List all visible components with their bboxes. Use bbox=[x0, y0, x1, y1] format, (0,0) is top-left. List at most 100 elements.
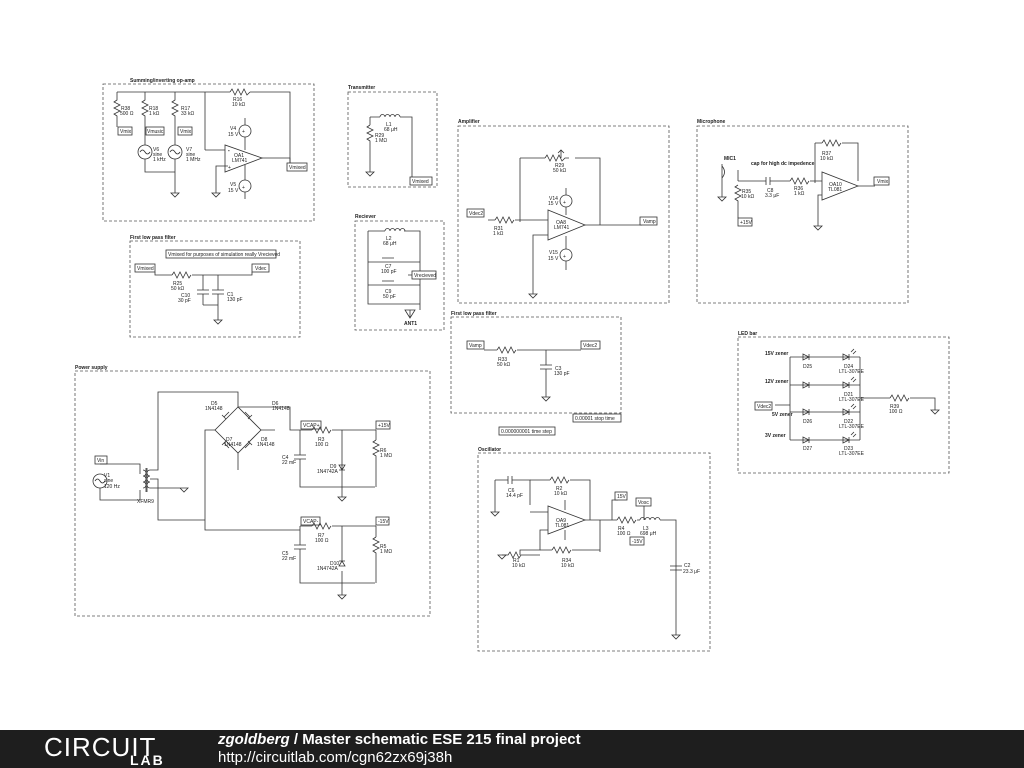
svg-text:15 V: 15 V bbox=[228, 188, 239, 194]
svg-text:R2: R2 bbox=[556, 486, 563, 492]
svg-text:R38: R38 bbox=[121, 106, 130, 112]
dc-source-v4[interactable] bbox=[238, 124, 252, 138]
schematic-canvas[interactable]: Summing/inverting op-amp R16 10 kΩ R38 5… bbox=[0, 0, 1024, 730]
svg-text:Vmixed: Vmixed bbox=[412, 179, 429, 185]
capacitor-c8[interactable] bbox=[738, 177, 822, 185]
ground-icon bbox=[365, 171, 375, 177]
svg-text:100 pF: 100 pF bbox=[381, 269, 397, 275]
svg-text:R17: R17 bbox=[181, 106, 190, 112]
svg-text:1N4742A: 1N4742A bbox=[317, 469, 339, 475]
resistor-r29[interactable] bbox=[366, 124, 374, 172]
svg-text:V7: V7 bbox=[186, 147, 192, 153]
inductor-l2[interactable] bbox=[384, 228, 406, 232]
block-led-bar[interactable]: LED bar 15V zener 12V zener 5V zener 3V … bbox=[737, 331, 950, 474]
resistor-r5[interactable] bbox=[372, 536, 380, 564]
resistor-r6[interactable] bbox=[372, 439, 380, 468]
ground-icon bbox=[213, 319, 223, 325]
resistor-r2[interactable] bbox=[549, 476, 570, 484]
opamp-oa8[interactable] bbox=[547, 209, 587, 241]
block-summing-opamp[interactable]: Summing/inverting op-amp R16 10 kΩ R38 5… bbox=[102, 78, 315, 222]
svg-text:C1: C1 bbox=[227, 292, 234, 298]
svg-text:50 kΩ: 50 kΩ bbox=[497, 362, 510, 368]
block-lowpass-2[interactable]: First low pass filter Vamp Vdec2 R33 50 … bbox=[450, 311, 622, 414]
dc-source-v5[interactable] bbox=[238, 179, 252, 193]
svg-text:LTL-307EE: LTL-307EE bbox=[839, 397, 865, 403]
resistor-r39[interactable] bbox=[889, 394, 910, 402]
capacitor-c9[interactable] bbox=[368, 280, 420, 286]
opamp-oa10[interactable] bbox=[821, 171, 860, 201]
dc-source-v14[interactable] bbox=[559, 194, 573, 208]
svg-text:R5: R5 bbox=[380, 544, 387, 550]
svg-text:10 kΩ: 10 kΩ bbox=[232, 102, 245, 108]
svg-text:-15V: -15V bbox=[632, 539, 643, 545]
dc-source-v15[interactable] bbox=[559, 248, 573, 262]
inductor-l3[interactable] bbox=[639, 517, 661, 521]
svg-text:1 kΩ: 1 kΩ bbox=[493, 231, 504, 237]
svg-text:MIC1: MIC1 bbox=[724, 156, 736, 162]
resistor-r3[interactable] bbox=[311, 426, 332, 434]
svg-text:1N4148: 1N4148 bbox=[205, 406, 223, 412]
svg-text:D24: D24 bbox=[844, 364, 853, 370]
svg-text:LM741: LM741 bbox=[554, 225, 570, 231]
capacitor-c4[interactable] bbox=[294, 454, 306, 470]
resistor-r25[interactable] bbox=[171, 271, 192, 279]
svg-text:First low pass filter: First low pass filter bbox=[451, 311, 497, 317]
capacitor-c2[interactable] bbox=[670, 565, 682, 571]
svg-text:XFMR9: XFMR9 bbox=[137, 499, 154, 505]
capacitor-c5[interactable] bbox=[294, 544, 306, 560]
svg-text:D26: D26 bbox=[803, 419, 812, 425]
block-power-supply[interactable]: Power supply Vin V1 sine 120 Hz XFMR9 D5… bbox=[74, 365, 431, 617]
block-lowpass-1[interactable]: First low pass filter Vmixed for purpose… bbox=[129, 235, 301, 338]
svg-text:D25: D25 bbox=[803, 364, 812, 370]
block-transmitter[interactable]: Transmitter L1 68 μH R29 1 MΩ Vmixed bbox=[347, 85, 438, 188]
simulation-settings[interactable]: 0.000000001 time step 0.00001 stop time bbox=[498, 413, 622, 436]
resistor-r31[interactable] bbox=[494, 216, 515, 224]
block-amplifier[interactable]: Amplifier R29 50 kΩ + V14 15 V OA8 LM741… bbox=[457, 119, 670, 304]
capacitor-c7[interactable] bbox=[368, 257, 420, 263]
stop-time-label[interactable]: 0.00001 stop time bbox=[575, 416, 615, 422]
time-step-label[interactable]: 0.000000001 time step bbox=[501, 429, 552, 435]
resistor-r16[interactable] bbox=[229, 88, 251, 96]
inductor-l1[interactable] bbox=[379, 114, 401, 118]
block-receiver[interactable]: Reciever L2 68 μH C7 100 pF C9 50 pF Vre… bbox=[354, 214, 445, 331]
svg-text:Vmusic: Vmusic bbox=[147, 129, 164, 135]
block-oscillator[interactable]: Oscillator C6 14.4 pF R2 10 kΩ OA9 TL081… bbox=[477, 447, 711, 652]
capacitor-c3[interactable] bbox=[540, 350, 552, 397]
opamp-oa1[interactable] bbox=[205, 144, 264, 173]
resistor-r35[interactable] bbox=[734, 170, 742, 218]
svg-text:1N4148: 1N4148 bbox=[224, 442, 242, 448]
transformer-xfmr9[interactable] bbox=[142, 468, 151, 492]
svg-text:Oscillator: Oscillator bbox=[478, 447, 501, 453]
svg-text:VCAP+: VCAP+ bbox=[303, 423, 320, 429]
schematic-url[interactable]: http://circuitlab.com/cgn62zx69j38h bbox=[218, 749, 453, 766]
block-title: Summing/inverting op-amp bbox=[130, 78, 195, 84]
led-icons[interactable] bbox=[842, 348, 857, 444]
capacitor-c6[interactable] bbox=[494, 476, 531, 505]
resistor-r18[interactable] bbox=[141, 92, 149, 145]
zener-d9[interactable] bbox=[338, 464, 346, 475]
svg-text:L1: L1 bbox=[386, 122, 392, 128]
svg-text:23.3 μF: 23.3 μF bbox=[683, 569, 700, 575]
opamp-oa9[interactable] bbox=[547, 505, 587, 535]
svg-text:C8: C8 bbox=[767, 188, 774, 194]
resistor-r37[interactable] bbox=[821, 139, 842, 147]
resistor-r38[interactable] bbox=[113, 92, 121, 127]
resistor-r1[interactable] bbox=[502, 551, 540, 559]
author-link[interactable]: zgoldberg bbox=[218, 731, 290, 748]
circuitlab-logo[interactable]: CIRCUIT bbox=[44, 732, 157, 762]
potentiometer-r29[interactable] bbox=[544, 149, 569, 162]
block-microphone[interactable]: Microphone MIC1 cap for high dc impedenc… bbox=[696, 119, 909, 304]
svg-text:15 V: 15 V bbox=[548, 201, 559, 207]
svg-text:68 μH: 68 μH bbox=[383, 241, 397, 247]
resistor-r34[interactable] bbox=[551, 546, 572, 554]
resistor-r33[interactable] bbox=[496, 346, 517, 354]
svg-text:V4: V4 bbox=[230, 126, 236, 132]
resistor-r4[interactable] bbox=[616, 516, 637, 524]
zener-diodes[interactable] bbox=[802, 353, 810, 444]
zener-d10[interactable] bbox=[338, 560, 346, 567]
resistor-r17[interactable] bbox=[171, 92, 179, 145]
resistor-r7[interactable] bbox=[311, 522, 332, 530]
capacitors-c10-c1[interactable] bbox=[197, 275, 224, 320]
resistor-r36[interactable] bbox=[789, 177, 810, 185]
svg-text:LTL-307EE: LTL-307EE bbox=[839, 451, 865, 457]
